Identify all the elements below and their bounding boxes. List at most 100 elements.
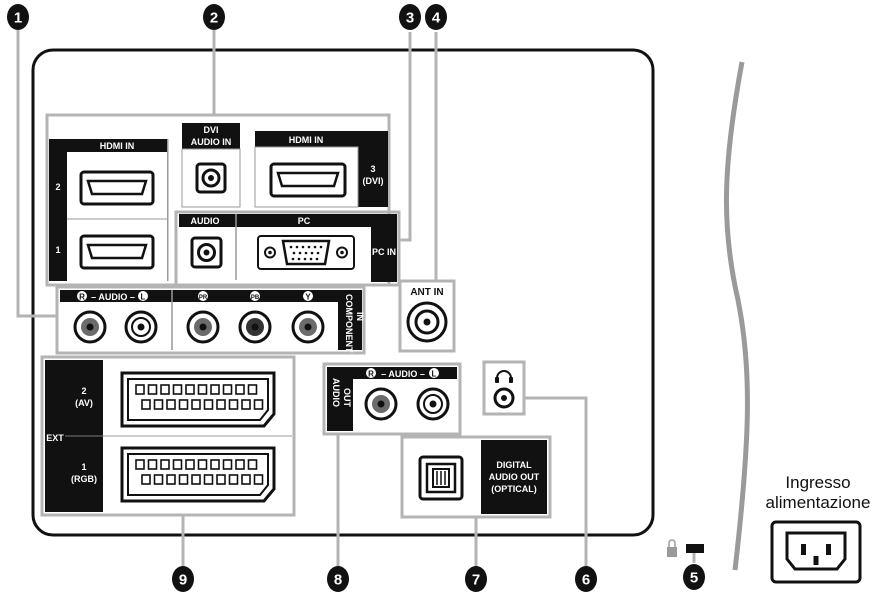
- scart-pin: [247, 384, 258, 395]
- scart-pin: [153, 474, 164, 485]
- power-label-line1: Ingresso: [785, 473, 850, 492]
- pb-badge: PB: [250, 291, 260, 301]
- svg-text:R: R: [79, 293, 85, 302]
- pc-audio-label: AUDIO: [191, 216, 220, 226]
- power-socket[interactable]: [770, 520, 862, 584]
- hdmi-1-port[interactable]: [79, 234, 155, 270]
- svg-text:1: 1: [14, 10, 22, 27]
- callout-3: 3: [399, 4, 421, 30]
- callout-7: 7: [465, 566, 487, 592]
- callout-1: 1: [7, 4, 29, 30]
- audio-out-block: AUDIO OUT R – AUDIO – L: [327, 367, 457, 431]
- audio-out-label: AUDIO: [331, 378, 341, 407]
- scart-pin: [247, 459, 258, 470]
- pc-audio-jack[interactable]: [190, 236, 223, 269]
- lock-icon: [667, 539, 677, 557]
- lock-slot[interactable]: [686, 544, 704, 553]
- scart-pin: [241, 399, 251, 410]
- scart-pin: [216, 474, 226, 485]
- hdmi-3-port[interactable]: [269, 162, 347, 198]
- svg-text:5: 5: [690, 570, 698, 587]
- scart-pin: [185, 459, 195, 470]
- audio-l-badge: L: [138, 291, 148, 302]
- tv-rear-outline: [31, 48, 655, 537]
- component-audio-label: – AUDIO –: [91, 292, 135, 302]
- ext1-number: 1: [81, 462, 86, 472]
- vga-port[interactable]: [257, 235, 355, 270]
- scart-pin: [135, 459, 145, 470]
- component-label: COMPONENT: [344, 294, 354, 353]
- scart-pin: [203, 399, 214, 410]
- dvi-audio-in-block: DVI AUDIO IN: [181, 123, 241, 208]
- audio-out-optical-label: AUDIO OUT: [489, 472, 540, 482]
- scart-pin: [141, 399, 151, 410]
- component-audio-r-jack[interactable]: [73, 310, 107, 344]
- svg-text:Y: Y: [305, 293, 311, 302]
- hdmi3-label: HDMI IN: [289, 135, 324, 145]
- component-audio-l-jack[interactable]: [124, 310, 158, 344]
- callout-8: 8: [327, 566, 349, 592]
- scart-pin: [216, 399, 226, 410]
- svg-text:4: 4: [432, 10, 441, 27]
- digital-label: DIGITAL: [496, 460, 532, 470]
- svg-text:PR: PR: [199, 295, 208, 301]
- component-in-block: R – AUDIO – L PR PB Y COMPONENT IN: [60, 290, 365, 353]
- scart-pin: [141, 474, 151, 485]
- callout-5: 5: [683, 564, 705, 590]
- hdmi-2-port[interactable]: [79, 170, 155, 206]
- svg-text:9: 9: [179, 572, 187, 589]
- scart-pin: [166, 399, 176, 410]
- antenna-jack[interactable]: [406, 301, 448, 343]
- scart-2-port[interactable]: [120, 371, 276, 428]
- power-label-line2: alimentazione: [766, 493, 871, 512]
- hdmi-1-label: 1: [55, 245, 60, 255]
- scart-pin: [178, 399, 189, 410]
- leader-6: [524, 396, 588, 572]
- ext1-sub-label: (RGB): [71, 474, 97, 484]
- ext-label: EXT: [46, 433, 64, 443]
- svg-text:L: L: [141, 293, 146, 302]
- svg-text:6: 6: [582, 572, 590, 589]
- scart-pin: [235, 459, 245, 470]
- scart-pin: [222, 459, 233, 470]
- component-pb-jack[interactable]: [238, 310, 272, 344]
- hdmi-2-label: 2: [55, 182, 60, 192]
- audio-out-r-jack[interactable]: [364, 387, 398, 421]
- callout-9: 9: [172, 566, 194, 592]
- scart-pin: [166, 474, 176, 485]
- svg-text:L: L: [432, 370, 437, 379]
- svg-text:3: 3: [406, 10, 414, 27]
- kensington-lock: [667, 539, 704, 557]
- scart-pin: [153, 399, 164, 410]
- tv-side-curve: [724, 61, 750, 571]
- headphone-icon: [495, 370, 513, 383]
- scart-pin: [253, 474, 264, 485]
- headphone-jack[interactable]: [493, 387, 515, 409]
- scart-pin: [160, 384, 170, 395]
- svg-text:2: 2: [210, 10, 218, 27]
- scart-pin: [197, 459, 208, 470]
- scart-pin: [241, 474, 251, 485]
- component-y-jack[interactable]: [291, 310, 325, 344]
- leader-3: [399, 32, 412, 242]
- audio-r-badge: R: [77, 291, 87, 302]
- antenna-block: ANT IN: [406, 287, 448, 343]
- audio-out-l-jack[interactable]: [416, 387, 450, 421]
- callout-6: 6: [575, 566, 597, 592]
- scart-pin: [135, 384, 145, 395]
- pc-in-block: AUDIO PC PC IN: [179, 214, 397, 282]
- scart-pin: [210, 459, 220, 470]
- scart-1-port[interactable]: [120, 446, 276, 503]
- ext2-sub-label: (AV): [75, 398, 93, 408]
- component-pr-jack[interactable]: [186, 310, 220, 344]
- optical-port[interactable]: [418, 455, 464, 501]
- audio-in-label: AUDIO IN: [191, 137, 232, 147]
- scart-pin: [203, 474, 214, 485]
- scart-pin: [160, 459, 170, 470]
- component-group-frame: [55, 285, 366, 355]
- hdmi3-number: 3: [370, 164, 375, 174]
- scart-pin: [191, 474, 201, 485]
- dvi-audio-in-jack[interactable]: [195, 162, 227, 194]
- pc-group-frame: [174, 210, 401, 287]
